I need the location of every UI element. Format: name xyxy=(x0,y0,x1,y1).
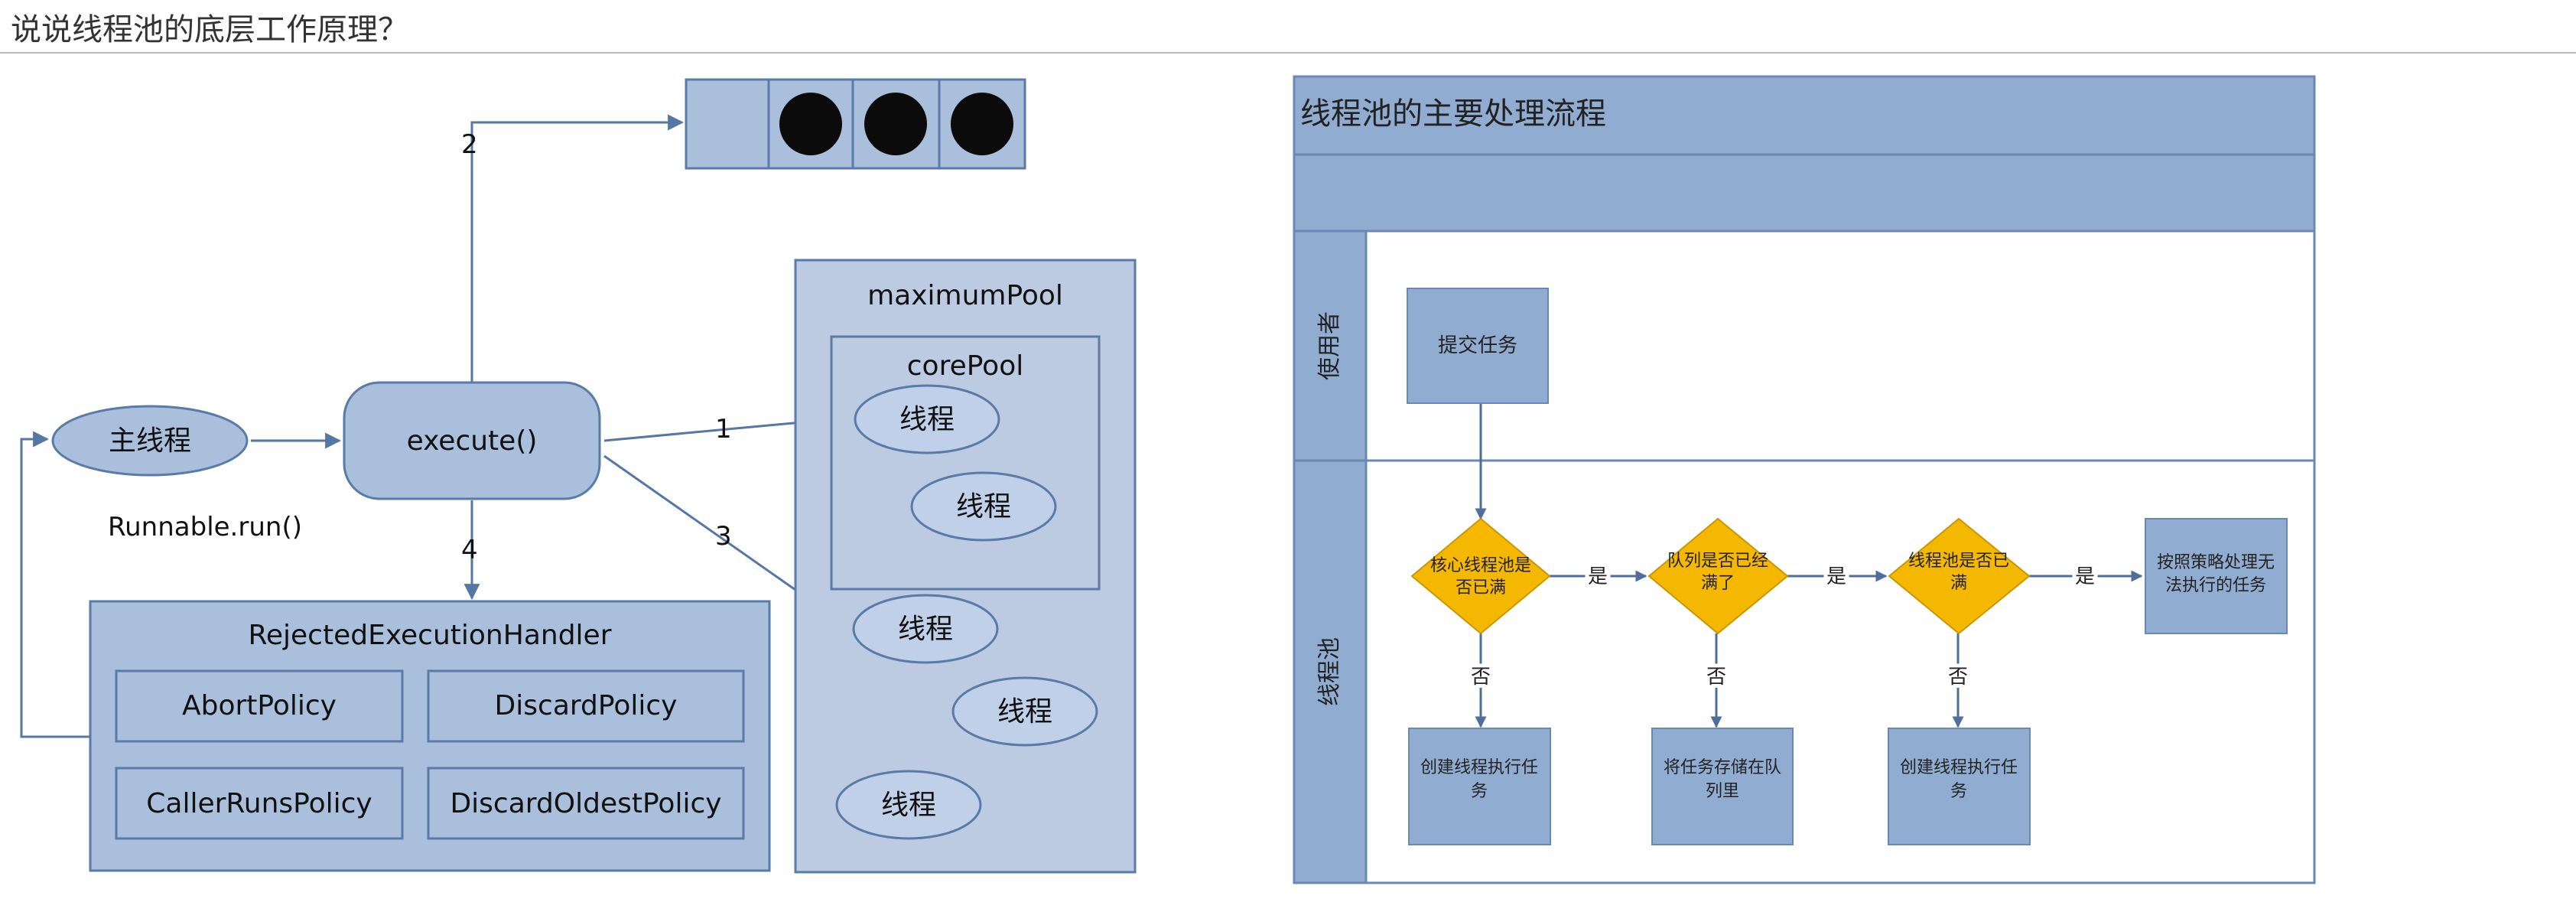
abort-policy-label: AbortPolicy xyxy=(182,690,337,721)
queued-task-icon xyxy=(779,93,842,155)
swimlane-title: 线程池的主要处理流程 xyxy=(1300,96,1606,132)
caller-runs-policy-label: CallerRunsPolicy xyxy=(146,788,372,819)
left-diagram: 2 1 3 4 主线程 Runnable.run() execute() max… xyxy=(20,78,1137,874)
swimlane-header-band xyxy=(1293,153,2316,233)
reject-policy-label-line1: 按照策略处理无 xyxy=(2157,553,2275,572)
right-diagram: 线程池的主要处理流程 使用者 线程池 是 是 是 否 否 否 提交任务 核心线程… xyxy=(1293,75,2316,884)
extra-thread-node xyxy=(852,594,999,664)
extra-thread-node xyxy=(951,676,1098,747)
submit-task-label: 提交任务 xyxy=(1438,334,1517,357)
lane-header-pool xyxy=(1293,459,1368,884)
action2-box xyxy=(1651,728,1794,845)
core-pool xyxy=(830,335,1101,591)
main-thread-label: 主线程 xyxy=(109,425,191,457)
action2-label-line2: 列里 xyxy=(1706,782,1739,801)
extra-thread-node xyxy=(835,770,982,840)
execute-label: execute() xyxy=(407,425,538,457)
decision3-label-line2: 满 xyxy=(1950,574,1967,593)
action1-box xyxy=(1408,728,1551,845)
step4-label: 4 xyxy=(461,535,478,565)
lane-header-user xyxy=(1293,230,1368,462)
decision2-label-line1: 队列是否已经 xyxy=(1667,552,1768,571)
queued-task-icon xyxy=(864,93,927,155)
lane-user-label: 使用者 xyxy=(1316,311,1343,380)
discard-oldest-policy-label: DiscardOldestPolicy xyxy=(450,788,721,819)
handler-title: RejectedExecutionHandler xyxy=(248,620,611,651)
action1-label-line1: 创建线程执行任 xyxy=(1420,758,1538,777)
action3-label-line1: 创建线程执行任 xyxy=(1900,758,2018,777)
step1-label: 1 xyxy=(715,414,732,444)
extra-thread-label: 线程 xyxy=(997,696,1052,728)
page-title: 说说线程池的底层工作原理？ xyxy=(11,12,408,47)
decision2-no-label: 否 xyxy=(1706,666,1726,689)
core-thread-label: 线程 xyxy=(956,491,1011,523)
task-queue xyxy=(685,78,1026,170)
decision1-yes-label: 是 xyxy=(1588,565,1608,588)
extra-thread-label: 线程 xyxy=(881,790,936,821)
decision3-no-label: 否 xyxy=(1948,666,1968,689)
abort-policy-box xyxy=(115,669,404,743)
decision2-label-line2: 满了 xyxy=(1701,574,1735,593)
decision3-diamond xyxy=(1888,517,2031,635)
step3-label: 3 xyxy=(715,521,732,552)
core-thread-node xyxy=(854,384,1000,454)
decision2-diamond xyxy=(1647,517,1789,635)
discard-oldest-policy-box xyxy=(427,767,745,840)
extra-thread-label: 线程 xyxy=(898,614,953,645)
core-thread-node xyxy=(910,471,1057,542)
core-pool-label: corePool xyxy=(907,350,1023,382)
decision1-diamond xyxy=(1410,517,1551,635)
maximum-pool-label: maximumPool xyxy=(867,280,1063,311)
core-thread-label: 线程 xyxy=(899,404,955,435)
queued-task-icon xyxy=(951,93,1013,155)
feedback-connector xyxy=(20,431,90,738)
action1-label-line2: 务 xyxy=(1471,782,1488,801)
step2-connector xyxy=(470,114,685,383)
action3-box xyxy=(1888,728,2031,845)
main-thread-node xyxy=(51,405,249,477)
title-divider xyxy=(0,52,2576,54)
action3-label-line2: 务 xyxy=(1950,782,1967,801)
submit-task-box xyxy=(1407,288,1549,404)
discard-policy-box xyxy=(427,669,745,743)
caller-runs-policy-box xyxy=(115,767,404,840)
decision1-label-line2: 否已满 xyxy=(1456,578,1506,598)
reject-policy-label-line2: 法执行的任务 xyxy=(2165,576,2266,595)
decision3-yes-label: 是 xyxy=(2075,565,2095,588)
decision1-no-label: 否 xyxy=(1471,666,1491,689)
decision2-yes-label: 是 xyxy=(1826,565,1846,588)
discard-policy-label: DiscardPolicy xyxy=(495,690,678,721)
decision3-label-line1: 线程池是否已 xyxy=(1908,552,2009,571)
reject-policy-box xyxy=(2145,518,2288,634)
lane-pool-label: 线程池 xyxy=(1316,637,1343,706)
execute-node xyxy=(343,381,601,500)
decision1-label-line1: 核心线程池是 xyxy=(1430,556,1531,575)
step2-label: 2 xyxy=(461,129,478,160)
runnable-label: Runnable.run() xyxy=(108,512,302,542)
action2-label-line1: 将任务存储在队 xyxy=(1664,758,1781,777)
